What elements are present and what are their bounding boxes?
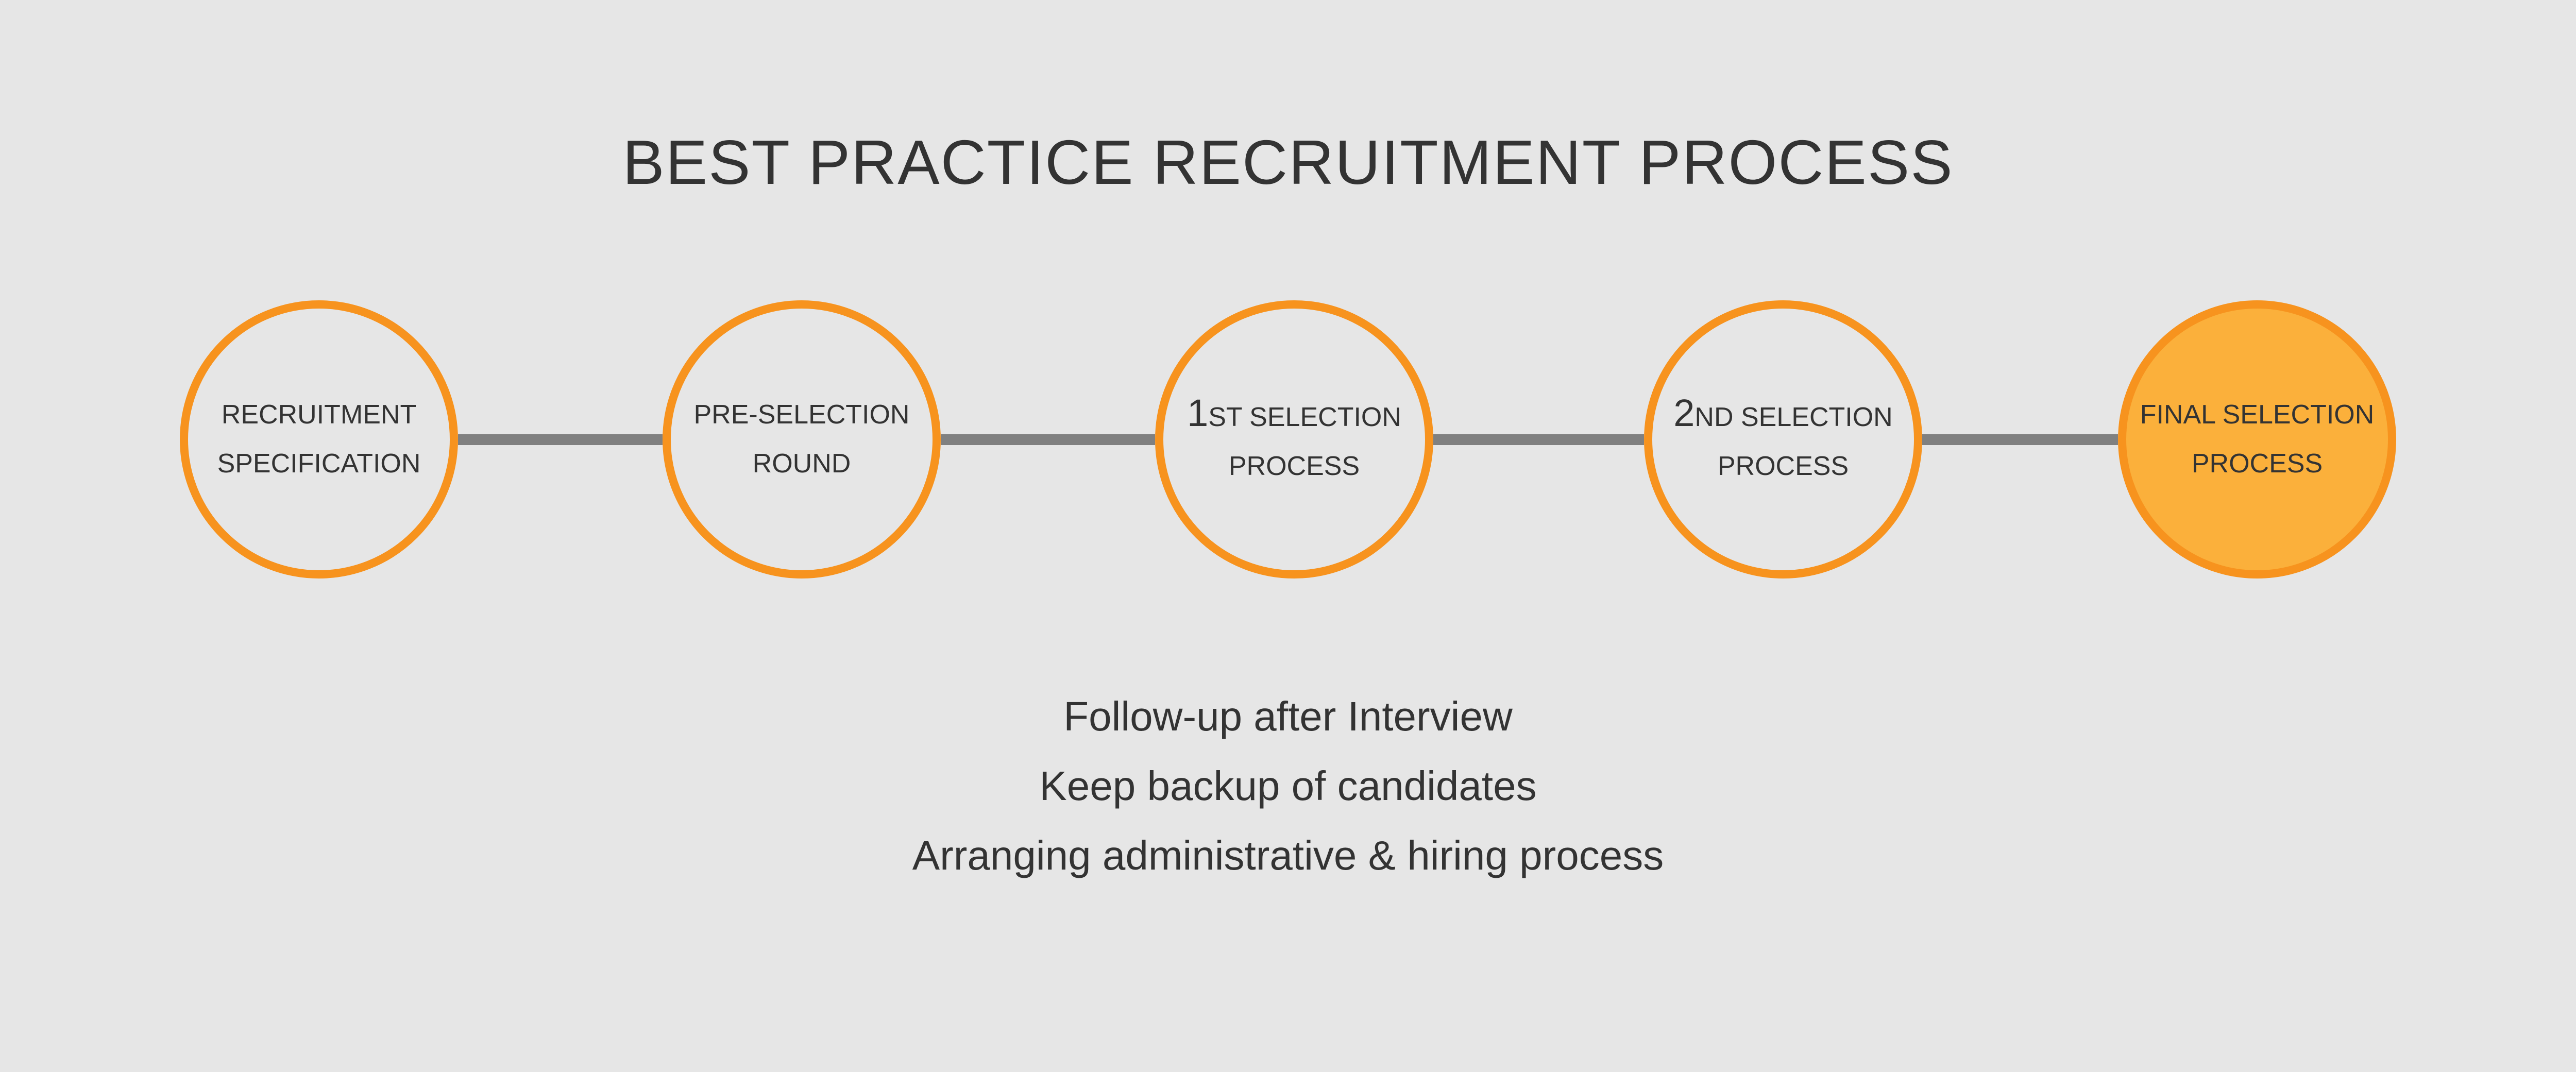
step-label-line1: 1ST SELECTION	[1187, 391, 1401, 434]
step-1st-selection-process: 1ST SELECTION PROCESS	[1155, 300, 1433, 578]
connector-2-3	[941, 434, 1155, 445]
step-label-line1: FINAL SELECTION	[2140, 400, 2375, 430]
detail-item: Follow-up after Interview	[1063, 693, 1513, 739]
connector-4-5	[1922, 434, 2118, 445]
step-recruitment-specification: RECRUITMENT SPECIFICATION	[180, 300, 458, 578]
detail-item: Arranging administrative & hiring proces…	[912, 832, 1664, 878]
step-final-selection-process: FINAL SELECTION PROCESS	[2118, 300, 2396, 578]
step-label-line2: PROCESS	[1228, 451, 1360, 481]
step-2nd-selection-process: 2ND SELECTION PROCESS	[1644, 300, 1922, 578]
step-label-line1: PRE-SELECTION	[693, 400, 910, 430]
connector-1-2	[458, 434, 663, 445]
process-flow: RECRUITMENT SPECIFICATION PRE-SELECTION …	[0, 300, 2576, 578]
step-label-line2: ROUND	[752, 449, 851, 479]
step-pre-selection-round: PRE-SELECTION ROUND	[663, 300, 941, 578]
detail-item: Keep backup of candidates	[1039, 763, 1537, 809]
diagram-title: BEST PRACTICE RECRUITMENT PROCESS	[622, 127, 1954, 197]
step-label-line2: SPECIFICATION	[217, 449, 421, 479]
diagram: BEST PRACTICE RECRUITMENT PROCESS RECRUI…	[0, 127, 2576, 890]
step-label-line2: PROCESS	[1717, 451, 1849, 481]
step-label-line1: RECRUITMENT	[221, 400, 417, 430]
connector-3-4	[1433, 434, 1644, 445]
final-step-details: Follow-up after Interview Keep backup of…	[0, 682, 2576, 890]
step-label-line2: PROCESS	[2191, 449, 2323, 479]
step-label-line1: 2ND SELECTION	[1673, 391, 1893, 434]
